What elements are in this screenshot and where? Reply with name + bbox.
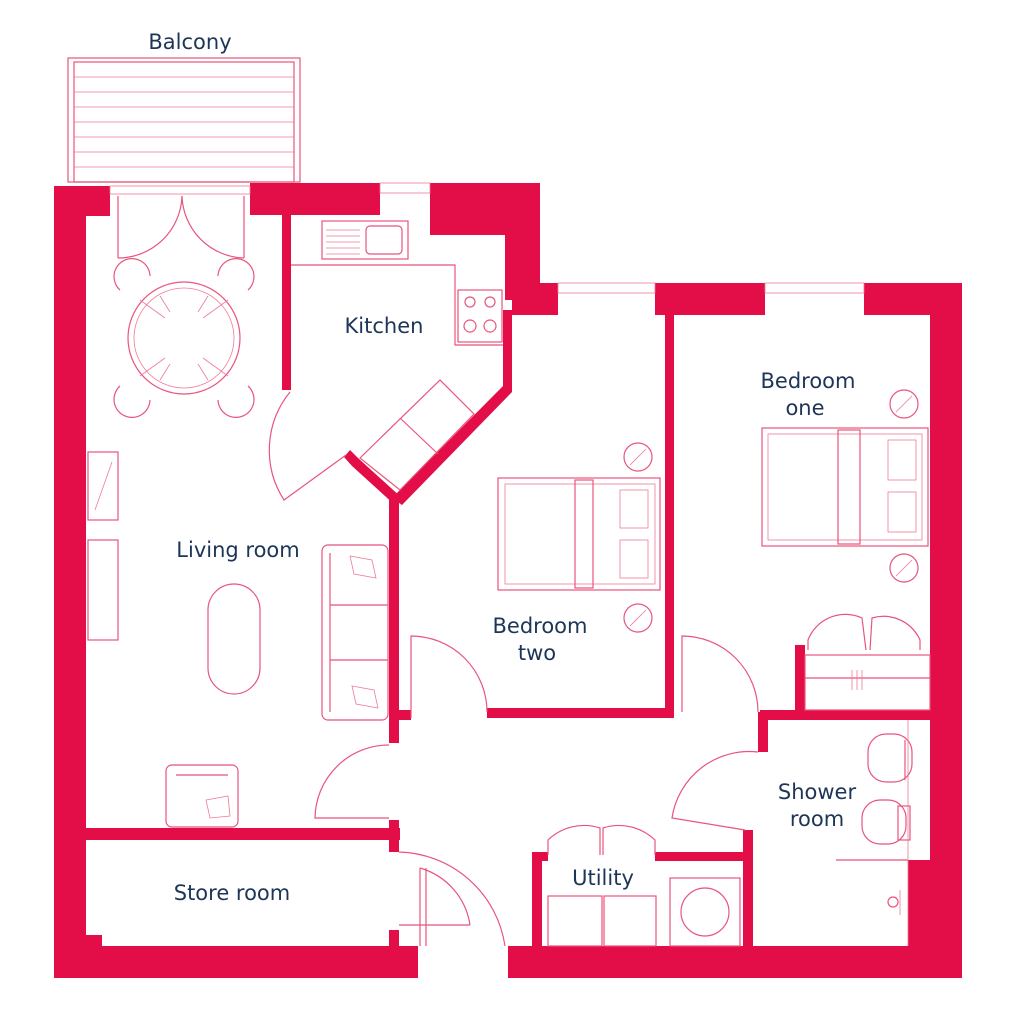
wall-outer-left — [54, 186, 86, 978]
bed-two — [497, 477, 661, 591]
wall-store-top — [54, 828, 400, 840]
kitchen-door — [268, 391, 347, 501]
wardrobe — [804, 654, 931, 711]
wall-bed2-bottom — [487, 708, 674, 718]
wall-top-mid — [250, 183, 380, 215]
wall-bed-divider — [665, 305, 674, 715]
bedroom-one-furniture — [761, 389, 931, 711]
wardrobe-door-left — [807, 613, 867, 651]
wall-kitchen-diagonal — [392, 385, 512, 505]
label-store-room: Store room — [174, 881, 291, 905]
kitchen-units-diagonal — [359, 379, 475, 491]
label-utility: Utility — [572, 866, 634, 890]
bedroom-two-furniture — [497, 442, 661, 633]
bedside-lamp-b — [889, 553, 919, 583]
wall-shower-left-lower — [743, 830, 753, 948]
living-hall-door — [314, 744, 390, 819]
wall-top-bed2-left — [540, 283, 558, 315]
label-shower-room-line1: Shower — [778, 780, 857, 804]
wall-bottom-right — [508, 946, 962, 978]
dining-table — [127, 281, 241, 395]
label-balcony: Balcony — [148, 30, 231, 54]
label-bedroom-two-line2: two — [518, 641, 556, 665]
wall-top-left — [54, 186, 110, 216]
living-furniture — [87, 451, 389, 828]
wall-hall-left-lower — [389, 820, 399, 852]
label-bedroom-two-line1: Bedroom — [493, 614, 588, 638]
basin — [867, 733, 913, 783]
wall-utility-top-left — [532, 852, 548, 861]
wall-store-right — [389, 930, 399, 948]
sofa — [321, 544, 389, 721]
bedside-lamp-top — [623, 442, 653, 472]
sink-drainer — [326, 229, 360, 255]
label-kitchen: Kitchen — [345, 314, 424, 338]
bed-one — [761, 427, 929, 547]
balcony-door-left — [117, 195, 183, 259]
dining-set — [113, 258, 255, 418]
walls — [54, 183, 962, 978]
wall-living-bedroom2 — [389, 498, 399, 743]
toilet — [861, 799, 907, 845]
wall-bottom-left — [54, 946, 418, 978]
bedroom-one-door — [681, 635, 759, 713]
entrance-door — [398, 851, 506, 947]
wall-bottom-store-jog — [86, 935, 102, 949]
armchair — [165, 764, 239, 828]
utility-unit-1 — [547, 895, 603, 947]
bedside-lamp-a — [889, 389, 919, 419]
shower-door — [671, 750, 759, 831]
label-bedroom-one-line1: Bedroom — [761, 369, 856, 393]
bedside-lamp-bottom — [623, 603, 653, 633]
utility-unit-2 — [603, 895, 657, 947]
wall-kitchen-left — [282, 205, 291, 390]
windows — [109, 182, 865, 294]
tv-unit — [87, 451, 119, 521]
hob — [457, 289, 503, 343]
utility-door-right — [602, 824, 656, 855]
utility-door-left — [547, 824, 601, 855]
shower-fixtures — [836, 720, 913, 946]
washing-machine — [669, 877, 741, 947]
wall-kitchen-diagonal-2 — [344, 450, 402, 506]
store-door — [399, 867, 471, 926]
kitchen-sink — [321, 220, 409, 260]
room-labels: Balcony Kitchen Living room Bedroom one … — [148, 30, 856, 905]
balcony — [67, 57, 301, 183]
label-living-room: Living room — [176, 538, 299, 562]
sink-bowl — [365, 225, 403, 255]
wardrobe-door-right — [869, 615, 921, 651]
label-shower-room-line2: room — [790, 807, 844, 831]
kitchen-worktop — [291, 264, 503, 346]
kitchen-fixtures — [291, 220, 503, 491]
wall-bed1-bottom — [760, 710, 935, 720]
balcony-door-right — [181, 195, 245, 259]
wall-kitchen-right — [480, 183, 558, 315]
wall-shower-left — [758, 712, 768, 752]
wall-utility-left — [532, 852, 542, 948]
wall-bed2-bottom-left — [389, 710, 411, 720]
wall-kitchen-diag-cap — [503, 310, 512, 392]
bedroom-two-door — [410, 635, 488, 718]
utility-fixtures — [547, 877, 741, 947]
wall-wardrobe-left — [795, 645, 805, 720]
label-bedroom-one-line2: one — [785, 396, 824, 420]
doors — [117, 195, 921, 947]
wall-utility-top-right — [655, 852, 750, 861]
coffee-table — [207, 583, 261, 695]
side-cabinet — [87, 539, 119, 641]
